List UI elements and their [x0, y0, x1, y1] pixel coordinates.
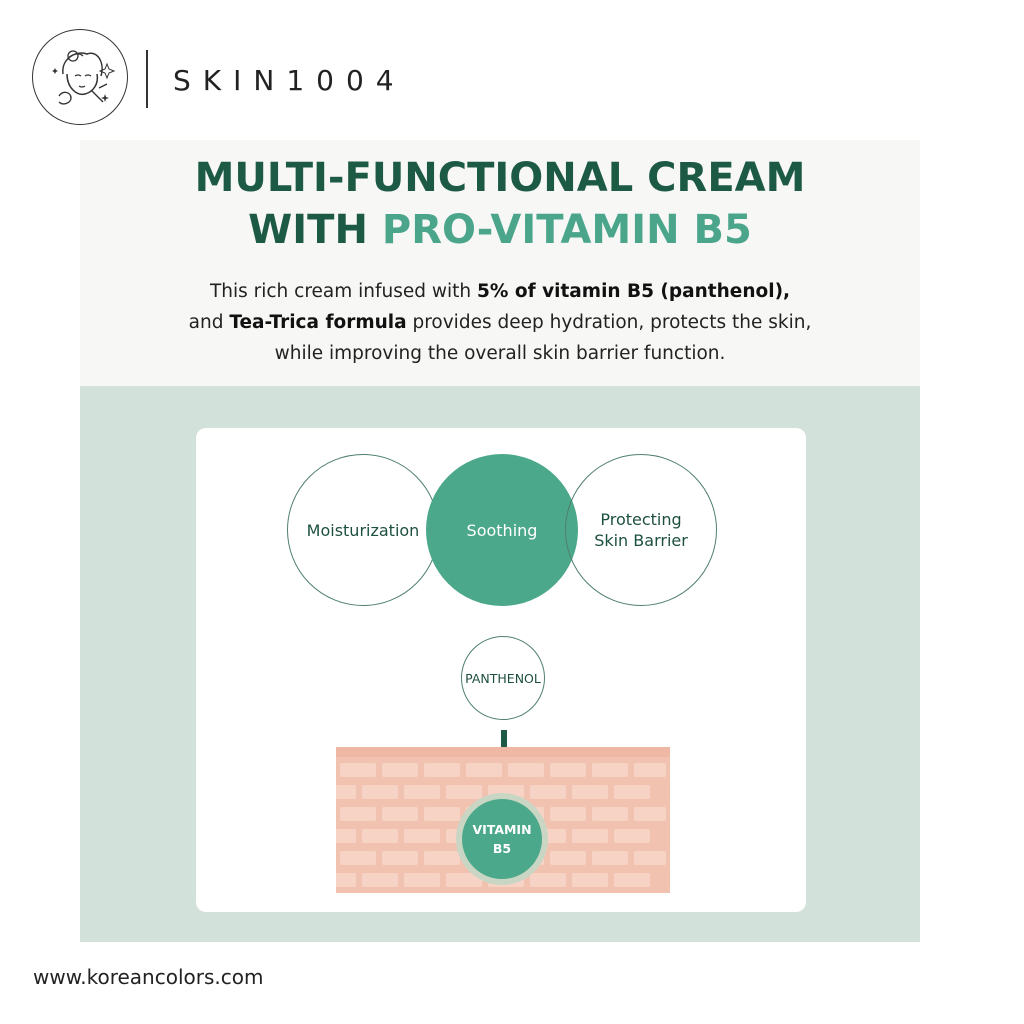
headline-prefix: WITH: [248, 207, 382, 253]
headline-accent: PRO-VITAMIN B5: [381, 207, 752, 253]
panthenol-circle: PANTHENOL: [461, 636, 545, 720]
benefit-moisturization: Moisturization: [287, 454, 439, 606]
vitamin-label: VITAMIN: [472, 822, 532, 837]
desc-bold: 5% of vitamin B5 (panthenol),: [477, 281, 791, 302]
logo-divider: [146, 50, 148, 108]
desc-text: provides deep hydration, protects the sk…: [406, 312, 812, 333]
description-line3: while improving the overall skin barrier…: [274, 343, 726, 364]
benefit-label: Soothing: [466, 520, 538, 540]
panthenol-label: PANTHENOL: [465, 670, 541, 686]
desc-text: and: [188, 312, 230, 333]
brand-name: SKIN1004: [173, 64, 406, 97]
brand-logo: [32, 29, 128, 125]
description-line2: and Tea-Trica formula provides deep hydr…: [80, 307, 920, 338]
desc-text: This rich cream infused with: [209, 281, 478, 302]
vitamin-label: B5: [492, 841, 512, 856]
vitamin-b5-circle: VITAMIN B5: [462, 799, 542, 879]
headline-line1: MULTI-FUNCTIONAL CREAM: [194, 155, 806, 201]
headline: MULTI-FUNCTIONAL CREAM WITH PRO-VITAMIN …: [80, 152, 920, 256]
benefit-label: Protecting: [600, 510, 682, 529]
intro-panel: [80, 140, 920, 386]
benefit-soothing: Soothing: [426, 454, 578, 606]
benefit-label: Moisturization: [306, 520, 420, 540]
benefit-label: Skin Barrier: [594, 531, 688, 550]
headline-line2: WITH PRO-VITAMIN B5: [80, 204, 920, 256]
woman-face-sketch-icon: [52, 50, 116, 105]
benefit-protecting-skin-barrier: Protecting Skin Barrier: [565, 454, 717, 606]
desc-bold: Tea-Trica formula: [229, 312, 407, 333]
website-url: www.koreancolors.com: [33, 965, 264, 989]
description: This rich cream infused with 5% of vitam…: [80, 276, 920, 369]
description-line1: This rich cream infused with 5% of vitam…: [80, 276, 920, 307]
